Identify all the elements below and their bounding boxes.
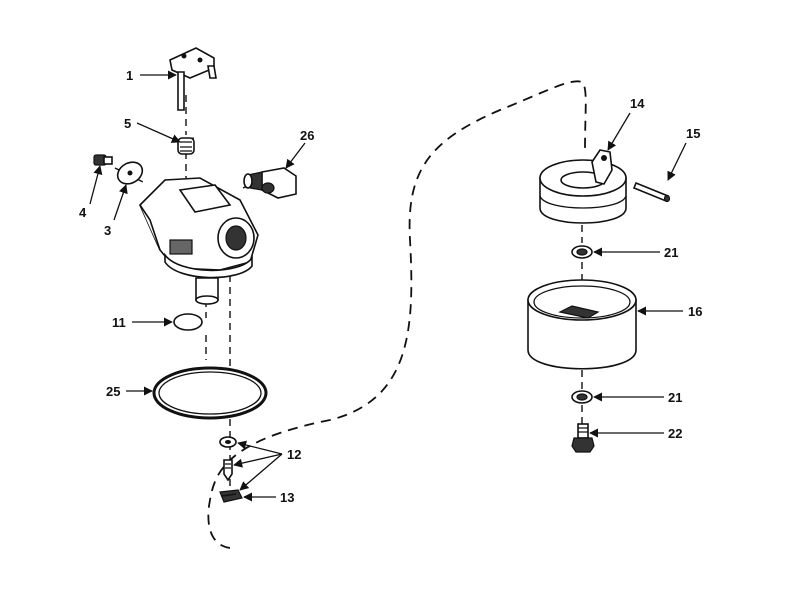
float-bowl-part: [527, 279, 637, 370]
label-part-11: 11: [112, 315, 126, 330]
label-part-5: 5: [124, 116, 131, 131]
label-part-14: 14: [630, 96, 645, 111]
float-pin-part: [632, 181, 671, 203]
label-part-15: 15: [686, 126, 700, 141]
washer-upper-part: [571, 245, 593, 259]
label-part-26: 26: [300, 128, 314, 143]
label-part-21-upper: 21: [664, 245, 678, 260]
o-ring-gasket-part: [152, 366, 268, 420]
screw-part: [93, 154, 113, 166]
washer-lower-part: [571, 390, 593, 404]
spring-part: [177, 137, 195, 155]
label-part-3: 3: [104, 223, 111, 238]
part-labels: 1 5 4 3 26 11 25 12 13 14 15 21 16 21 22: [79, 68, 702, 505]
float-bracket-part: [169, 47, 217, 111]
label-part-22: 22: [668, 426, 682, 441]
label-part-4: 4: [79, 205, 87, 220]
leader-lines: [89, 70, 687, 502]
assembly-connector-dashed-line: [207, 80, 587, 549]
label-part-12: 12: [287, 447, 301, 462]
float-part: [539, 149, 627, 224]
carburetor-body-part: [139, 177, 259, 305]
plug-disc-part: [173, 313, 203, 331]
bowl-nut-part: [571, 423, 595, 453]
label-part-21-lower: 21: [668, 390, 682, 405]
washer-disc-part: [116, 161, 144, 185]
elbow-fitting-part: [243, 167, 297, 199]
clip-part: [219, 489, 243, 503]
label-part-25: 25: [106, 384, 120, 399]
label-part-16: 16: [688, 304, 702, 319]
label-part-13: 13: [280, 490, 294, 505]
label-part-1: 1: [126, 68, 133, 83]
needle-and-washer-part: [219, 436, 237, 482]
